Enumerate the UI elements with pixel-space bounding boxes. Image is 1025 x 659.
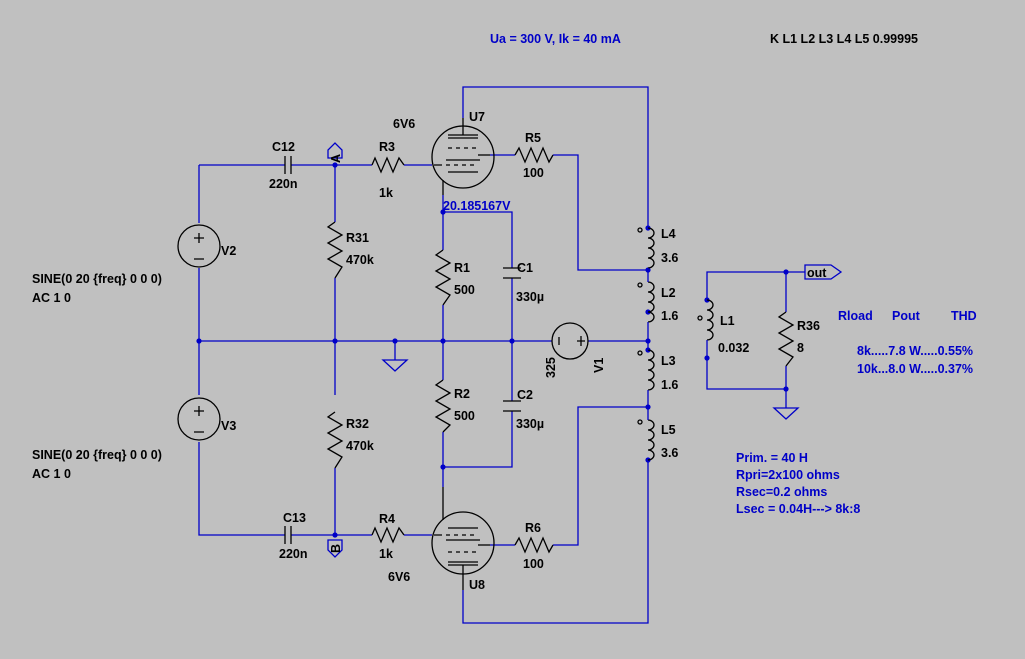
svg-text:out: out <box>807 266 827 280</box>
resistor-r2[interactable]: R2 500 <box>434 379 475 433</box>
svg-text:L5: L5 <box>661 423 676 437</box>
svg-text:V3: V3 <box>221 419 236 433</box>
svg-text:R6: R6 <box>525 521 541 535</box>
svg-text:U7: U7 <box>469 110 485 124</box>
resistor-r31[interactable]: R31 470k <box>326 221 374 279</box>
svg-text:V1: V1 <box>592 358 606 373</box>
node-voltage-label: 20.185167V <box>443 199 511 213</box>
capacitor-c12[interactable]: C12 220n <box>269 140 298 191</box>
svg-text:V2: V2 <box>221 244 236 258</box>
inductor-l2[interactable]: L2 1.6 <box>637 281 678 323</box>
svg-text:470k: 470k <box>346 439 374 453</box>
inductor-l3[interactable]: L3 1.6 <box>637 349 678 392</box>
svg-text:L1: L1 <box>720 314 735 328</box>
wires <box>196 86 805 624</box>
svg-text:R2: R2 <box>454 387 470 401</box>
capacitor-c2[interactable]: C2 330µ <box>503 388 544 431</box>
inductor-l1[interactable]: L1 0.032 <box>697 299 749 358</box>
svg-text:330µ: 330µ <box>516 290 544 304</box>
svg-text:R32: R32 <box>346 417 369 431</box>
capacitor-c1[interactable]: C1 330µ <box>503 261 544 304</box>
resistor-r3[interactable]: R3 1k <box>371 140 405 200</box>
operating-point-label: Ua = 300 V, Ik = 40 mA <box>490 32 621 46</box>
resistor-r1[interactable]: R1 500 <box>434 249 475 306</box>
voltage-source-v2[interactable]: V2 <box>177 224 236 268</box>
svg-text:3.6: 3.6 <box>661 251 678 265</box>
inductor-l5[interactable]: L5 3.6 <box>637 419 678 461</box>
resistor-r5[interactable]: R5 100 <box>514 131 554 180</box>
note-line: Lsec = 0.04H---> 8k:8 <box>736 502 860 516</box>
results-header-thd: THD <box>951 309 977 323</box>
svg-text:AC 1 0: AC 1 0 <box>32 291 71 305</box>
svg-text:L3: L3 <box>661 354 676 368</box>
svg-text:330µ: 330µ <box>516 417 544 431</box>
svg-text:1.6: 1.6 <box>661 309 678 323</box>
svg-text:R31: R31 <box>346 231 369 245</box>
ground-symbol <box>381 359 409 372</box>
svg-text:500: 500 <box>454 409 475 423</box>
source-v3-spec: SINE(0 20 {freq} 0 0 0) AC 1 0 <box>32 448 162 481</box>
svg-text:1k: 1k <box>379 547 393 561</box>
svg-text:8: 8 <box>797 341 804 355</box>
svg-text:R5: R5 <box>525 131 541 145</box>
svg-text:220n: 220n <box>279 547 308 561</box>
svg-text:A: A <box>329 154 343 163</box>
results-header-pout: Pout <box>892 309 921 323</box>
svg-text:100: 100 <box>523 557 544 571</box>
svg-text:AC 1 0: AC 1 0 <box>32 467 71 481</box>
svg-text:1k: 1k <box>379 186 393 200</box>
inductor-l4[interactable]: L4 3.6 <box>637 227 678 269</box>
svg-text:6V6: 6V6 <box>388 570 410 584</box>
note-line: Rsec=0.2 ohms <box>736 485 827 499</box>
svg-text:B: B <box>329 544 343 553</box>
svg-text:C13: C13 <box>283 511 306 525</box>
capacitor-c13[interactable]: C13 220n <box>279 511 308 561</box>
svg-text:0.032: 0.032 <box>718 341 749 355</box>
svg-text:325: 325 <box>544 357 558 378</box>
svg-text:R36: R36 <box>797 319 820 333</box>
svg-text:100: 100 <box>523 166 544 180</box>
net-label-a[interactable]: A <box>327 142 343 163</box>
svg-text:L4: L4 <box>661 227 676 241</box>
svg-text:R3: R3 <box>379 140 395 154</box>
tube-u7[interactable]: U7 6V6 <box>393 110 495 195</box>
svg-text:1.6: 1.6 <box>661 378 678 392</box>
svg-text:R1: R1 <box>454 261 470 275</box>
resistor-r32[interactable]: R32 470k <box>326 411 374 469</box>
tube-u8[interactable]: U8 6V6 <box>388 487 495 592</box>
coupling-directive: K L1 L2 L3 L4 L5 0.99995 <box>770 32 918 46</box>
resistor-r36[interactable]: R36 8 <box>777 311 820 367</box>
svg-text:3.6: 3.6 <box>661 446 678 460</box>
resistor-r6[interactable]: R6 100 <box>514 521 554 571</box>
svg-text:C12: C12 <box>272 140 295 154</box>
svg-text:U8: U8 <box>469 578 485 592</box>
svg-text:C1: C1 <box>517 261 533 275</box>
svg-text:L2: L2 <box>661 286 676 300</box>
source-v2-spec: SINE(0 20 {freq} 0 0 0) AC 1 0 <box>32 272 162 305</box>
svg-text:470k: 470k <box>346 253 374 267</box>
net-label-b[interactable]: B <box>327 539 343 558</box>
results-header-rload: Rload <box>838 309 873 323</box>
svg-text:6V6: 6V6 <box>393 117 415 131</box>
svg-text:SINE(0 20 {freq} 0 0 0): SINE(0 20 {freq} 0 0 0) <box>32 272 162 286</box>
results-table: Rload Pout THD 8k.....7.8 W.....0.55% 10… <box>838 309 977 376</box>
net-label-out[interactable]: out <box>804 264 843 280</box>
voltage-source-v3[interactable]: V3 <box>177 397 236 441</box>
svg-text:C2: C2 <box>517 388 533 402</box>
svg-text:500: 500 <box>454 283 475 297</box>
voltage-source-v1[interactable]: 325 V1 <box>544 322 606 378</box>
transformer-notes: Prim. = 40 H Rpri=2x100 ohms Rsec=0.2 oh… <box>736 451 860 516</box>
svg-text:SINE(0 20 {freq} 0 0 0): SINE(0 20 {freq} 0 0 0) <box>32 448 162 462</box>
note-line: Prim. = 40 H <box>736 451 808 465</box>
results-row: 8k.....7.8 W.....0.55% <box>857 344 973 358</box>
svg-text:220n: 220n <box>269 177 298 191</box>
note-line: Rpri=2x100 ohms <box>736 468 840 482</box>
results-row: 10k...8.0 W.....0.37% <box>857 362 973 376</box>
resistor-r4[interactable]: R4 1k <box>371 512 405 561</box>
svg-text:R4: R4 <box>379 512 395 526</box>
ground-symbol-secondary <box>772 407 800 420</box>
